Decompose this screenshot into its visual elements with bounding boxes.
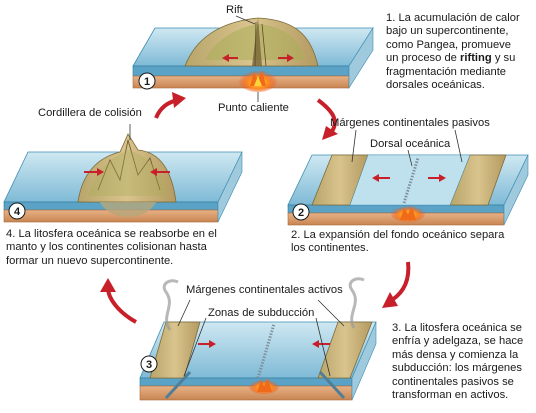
stage-1-number-badge: 1 — [138, 72, 156, 90]
ocean-ridge-label: Dorsal oceánica — [370, 138, 451, 150]
cycle-arrow-4-to-1 — [154, 92, 186, 119]
svg-text:2: 2 — [298, 207, 304, 219]
stage-3-block — [139, 277, 377, 401]
stage-2-number-badge: 2 — [292, 203, 310, 221]
stage-4-number-badge: 4 — [8, 202, 26, 220]
cycle-arrow-1-to-2 — [316, 98, 338, 140]
caption-step-3: 3. La litosfera oceánica se enfría y ade… — [392, 322, 524, 402]
rift-label: Rift — [226, 4, 243, 16]
rifting-term: rifting — [460, 52, 492, 65]
caption-step-4: 4. La litosfera oceánica se reabsorbe en… — [6, 228, 217, 267]
cycle-arrow-3-to-4 — [100, 278, 137, 324]
caption-step-2: 2. La expansión del fondo oceánico separ… — [291, 229, 505, 255]
hotspot-label: Punto caliente — [218, 102, 289, 114]
active-margins-label: Márgenes continentales activos — [186, 284, 343, 296]
stage-3-number-badge: 3 — [140, 355, 158, 373]
collision-range-label: Cordillera de colisión — [38, 107, 142, 119]
svg-text:4: 4 — [14, 206, 21, 218]
stage-1-block — [132, 15, 374, 102]
stage-2-block — [287, 129, 529, 226]
caption-step-1: 1. La acumulación de calor bajo un super… — [386, 12, 520, 92]
stage-4-block — [3, 124, 243, 223]
passive-margins-label: Márgenes continentales pasivos — [330, 117, 490, 129]
svg-text:3: 3 — [146, 359, 152, 371]
cycle-arrow-2-to-3 — [382, 261, 411, 308]
svg-text:1: 1 — [144, 76, 150, 88]
subduction-zones-label: Zonas de subducción — [208, 307, 315, 319]
